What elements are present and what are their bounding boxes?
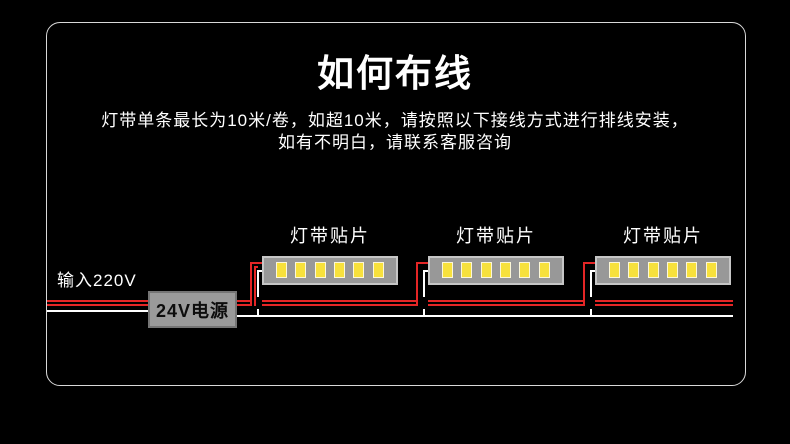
led-chip (686, 262, 698, 278)
led-strip-2 (428, 256, 564, 285)
wire-crossing-break-2 (418, 297, 428, 309)
led-strip-group-3: 灯带贴片 (583, 226, 731, 327)
input-voltage-label: 输入220V (57, 271, 137, 290)
live-drop-wire-1-top (250, 262, 262, 264)
neutral-drop-wire-2-lower (423, 309, 425, 317)
led-strip-1 (262, 256, 398, 285)
wire-crossing-break-1 (252, 297, 262, 309)
live-wire-bus-upper (47, 300, 733, 302)
subtitle-line-1: 灯带单条最长为10米/卷，如超10米，请按照以下接线方式进行排线安装， (101, 111, 689, 130)
neutral-drop-wire-1-upper (257, 270, 259, 297)
subtitle-line-2: 如有不明白，请联系客服咨询 (278, 133, 512, 152)
led-chip (609, 262, 620, 278)
led-chip (666, 262, 678, 278)
page-title: 如何布线 (317, 53, 473, 94)
live-drop-wire-2 (416, 262, 418, 306)
led-chip (647, 262, 659, 278)
led-strip-label-2: 灯带贴片 (456, 226, 536, 246)
led-chip (353, 262, 365, 278)
led-chip (442, 262, 453, 278)
neutral-drop-wire-2-top (423, 270, 428, 272)
led-chip (276, 262, 287, 278)
led-chip (519, 262, 531, 278)
neutral-drop-wire-3-top (590, 270, 595, 272)
led-strip-group-2: 灯带贴片 (416, 226, 564, 327)
led-chip (628, 262, 640, 278)
led-chip (705, 262, 717, 278)
live-wire-bus-lower (47, 304, 733, 306)
subtitle: 灯带单条最长为10米/卷，如超10米，请按照以下接线方式进行排线安装， 如有不明… (0, 110, 790, 154)
neutral-wire-bus (200, 315, 733, 317)
neutral-drop-wire-1-top (257, 270, 262, 272)
live-drop-wire-3-top (583, 262, 595, 264)
led-strip-group-1: 灯带贴片 (250, 226, 398, 327)
led-chip (499, 262, 511, 278)
led-strip-label-1: 灯带贴片 (290, 226, 370, 246)
led-chip (372, 262, 384, 278)
live-drop-wire-1b (254, 266, 256, 306)
led-chip (314, 262, 326, 278)
wire-crossing-break-3 (585, 297, 595, 309)
live-drop-wire-3 (583, 262, 585, 306)
live-drop-wire-1 (250, 262, 252, 306)
led-strip-3 (595, 256, 731, 285)
led-chip (333, 262, 345, 278)
panel-border (46, 22, 746, 386)
led-chip (461, 262, 473, 278)
led-chip (480, 262, 492, 278)
led-chip (538, 262, 550, 278)
live-drop-wire-2-top (416, 262, 428, 264)
neutral-drop-wire-3-upper (590, 270, 592, 297)
live-drop-wire-1b-top (254, 266, 258, 268)
neutral-drop-wire-2-upper (423, 270, 425, 297)
neutral-drop-wire-1-lower (257, 309, 259, 317)
neutral-drop-wire-3-lower (590, 309, 592, 317)
led-strip-label-3: 灯带贴片 (623, 226, 703, 246)
led-chip (295, 262, 307, 278)
neutral-wire-input-segment (47, 310, 237, 312)
power-supply-box: 24V电源 (148, 291, 237, 328)
